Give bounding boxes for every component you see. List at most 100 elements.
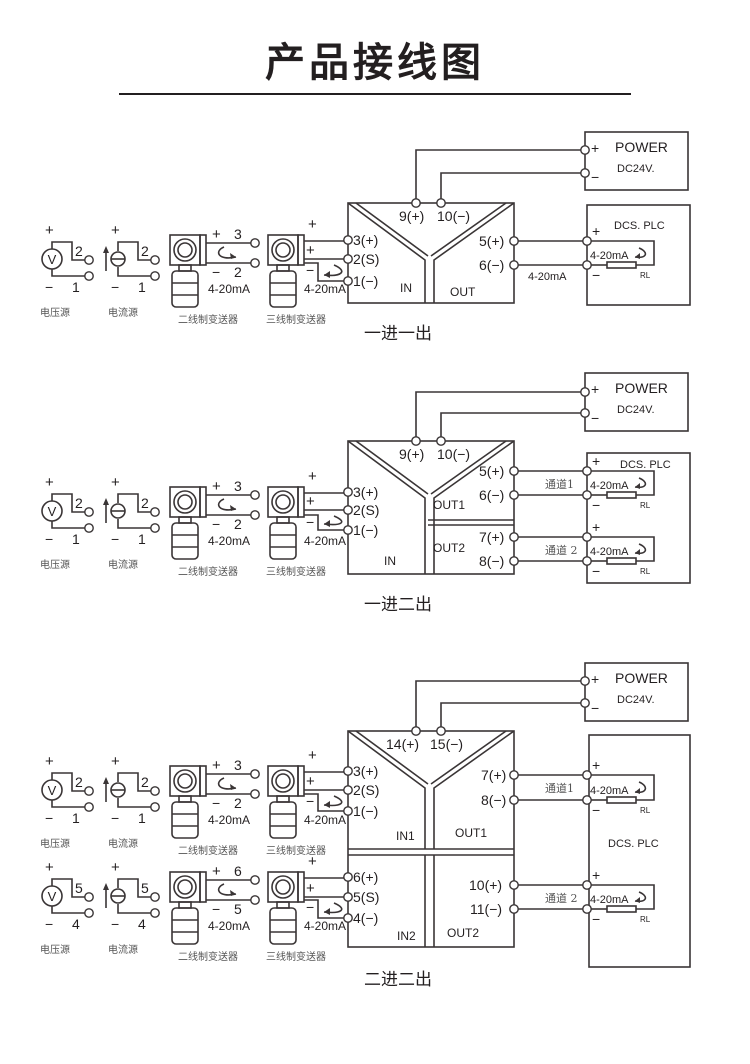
current-label: 4-20mA <box>208 813 250 827</box>
resistor-label: RL <box>640 271 651 280</box>
gauge <box>271 238 295 262</box>
minus-sign: − <box>306 899 314 915</box>
output-label: OUT <box>450 285 476 299</box>
plc-box <box>586 452 691 584</box>
gauge <box>173 769 197 793</box>
terminal-number: 1 <box>72 810 80 826</box>
wire <box>51 878 85 898</box>
neck <box>276 795 290 803</box>
plus-sign: + <box>306 880 315 897</box>
plc-box <box>586 204 691 306</box>
gauge <box>173 238 197 262</box>
three-wire-label: 三线制变送器 <box>266 313 326 326</box>
terminal <box>436 726 446 736</box>
terminal <box>150 255 160 265</box>
plus-sign: + <box>306 242 315 259</box>
plus-sign: + <box>308 216 317 233</box>
neck <box>178 516 192 524</box>
gauge <box>173 490 197 514</box>
power-box <box>584 131 689 191</box>
arrow-head <box>324 801 330 808</box>
terminal <box>84 507 94 517</box>
wire-minus <box>304 514 348 531</box>
power-voltage: DC24V. <box>617 694 655 706</box>
input-pin-label: 5(S) <box>353 889 379 905</box>
module-divider <box>430 440 507 495</box>
arrow-head <box>230 890 236 896</box>
plc-title: DCS. PLC <box>620 459 671 471</box>
input-terminal <box>343 525 353 535</box>
output-pin-label: 7(+) <box>481 767 506 783</box>
input-row: +V2−1电压源+2−1电流源+3−24-20mA二线制变送器++−4-20mA… <box>40 468 379 578</box>
power-title: POWER <box>615 139 668 155</box>
output-label: OUT2 <box>433 541 465 555</box>
plus-sign: + <box>591 671 599 687</box>
input-pin-label: 6(+) <box>353 869 378 885</box>
resistor-label: RL <box>640 567 651 576</box>
transmitter-icon <box>267 871 305 945</box>
title-divider <box>119 93 631 95</box>
minus-sign: − <box>111 279 119 295</box>
voltage-symbol: V <box>48 783 57 798</box>
input-pin-label: 1(−) <box>353 803 378 819</box>
minus-sign: − <box>592 563 600 579</box>
minus-sign: − <box>592 267 600 283</box>
arrow-head <box>324 520 330 527</box>
power-voltage: DC24V. <box>617 163 655 175</box>
wire <box>117 798 151 808</box>
plc-box <box>588 734 691 968</box>
current-label: 4-20mA <box>208 282 250 296</box>
voltage-source-icon <box>41 779 63 801</box>
power-pin-label: 14(+) <box>386 736 419 752</box>
terminal <box>436 198 446 208</box>
minus-sign: − <box>592 497 600 513</box>
terminal <box>509 490 519 500</box>
terminal <box>150 802 160 812</box>
terminal <box>580 408 590 418</box>
terminal-number: 1 <box>138 279 146 295</box>
arrow-head <box>324 908 330 915</box>
gauge <box>271 490 295 514</box>
terminal-number: 6 <box>234 863 242 879</box>
transmitter-icon <box>267 765 305 839</box>
channel-label: 通道1 <box>545 477 574 491</box>
arrow-head <box>230 784 236 790</box>
module-divider <box>347 440 426 574</box>
plus-sign: + <box>592 519 600 535</box>
terminal <box>84 523 94 533</box>
voltage-source-label: 电压源 <box>40 306 70 319</box>
output-pin-label: 6(−) <box>479 487 504 503</box>
two-wire-label: 二线制变送器 <box>178 844 238 857</box>
power-plus-wire <box>415 391 585 437</box>
output-pin-label: 7(+) <box>479 529 504 545</box>
input-terminal <box>343 872 353 882</box>
terminal-number: 1 <box>138 810 146 826</box>
terminal <box>250 895 260 905</box>
plus-sign: + <box>308 468 317 485</box>
wire <box>117 772 151 792</box>
gauge-inner <box>275 773 291 789</box>
section-1in1out: 9(+)10(−)POWERDC24V.+−+V2−1电压源+2−1电流源+3−… <box>40 131 691 344</box>
module-divider <box>355 440 429 495</box>
terminal <box>582 490 592 500</box>
transmitter-side <box>199 871 207 903</box>
output-pin-label: 6(−) <box>479 257 504 273</box>
transmitter-body <box>269 907 297 945</box>
wire <box>591 884 655 910</box>
terminal <box>84 786 94 796</box>
terminal <box>509 260 519 270</box>
module-divider <box>433 202 515 303</box>
transmitter-side <box>297 486 305 518</box>
